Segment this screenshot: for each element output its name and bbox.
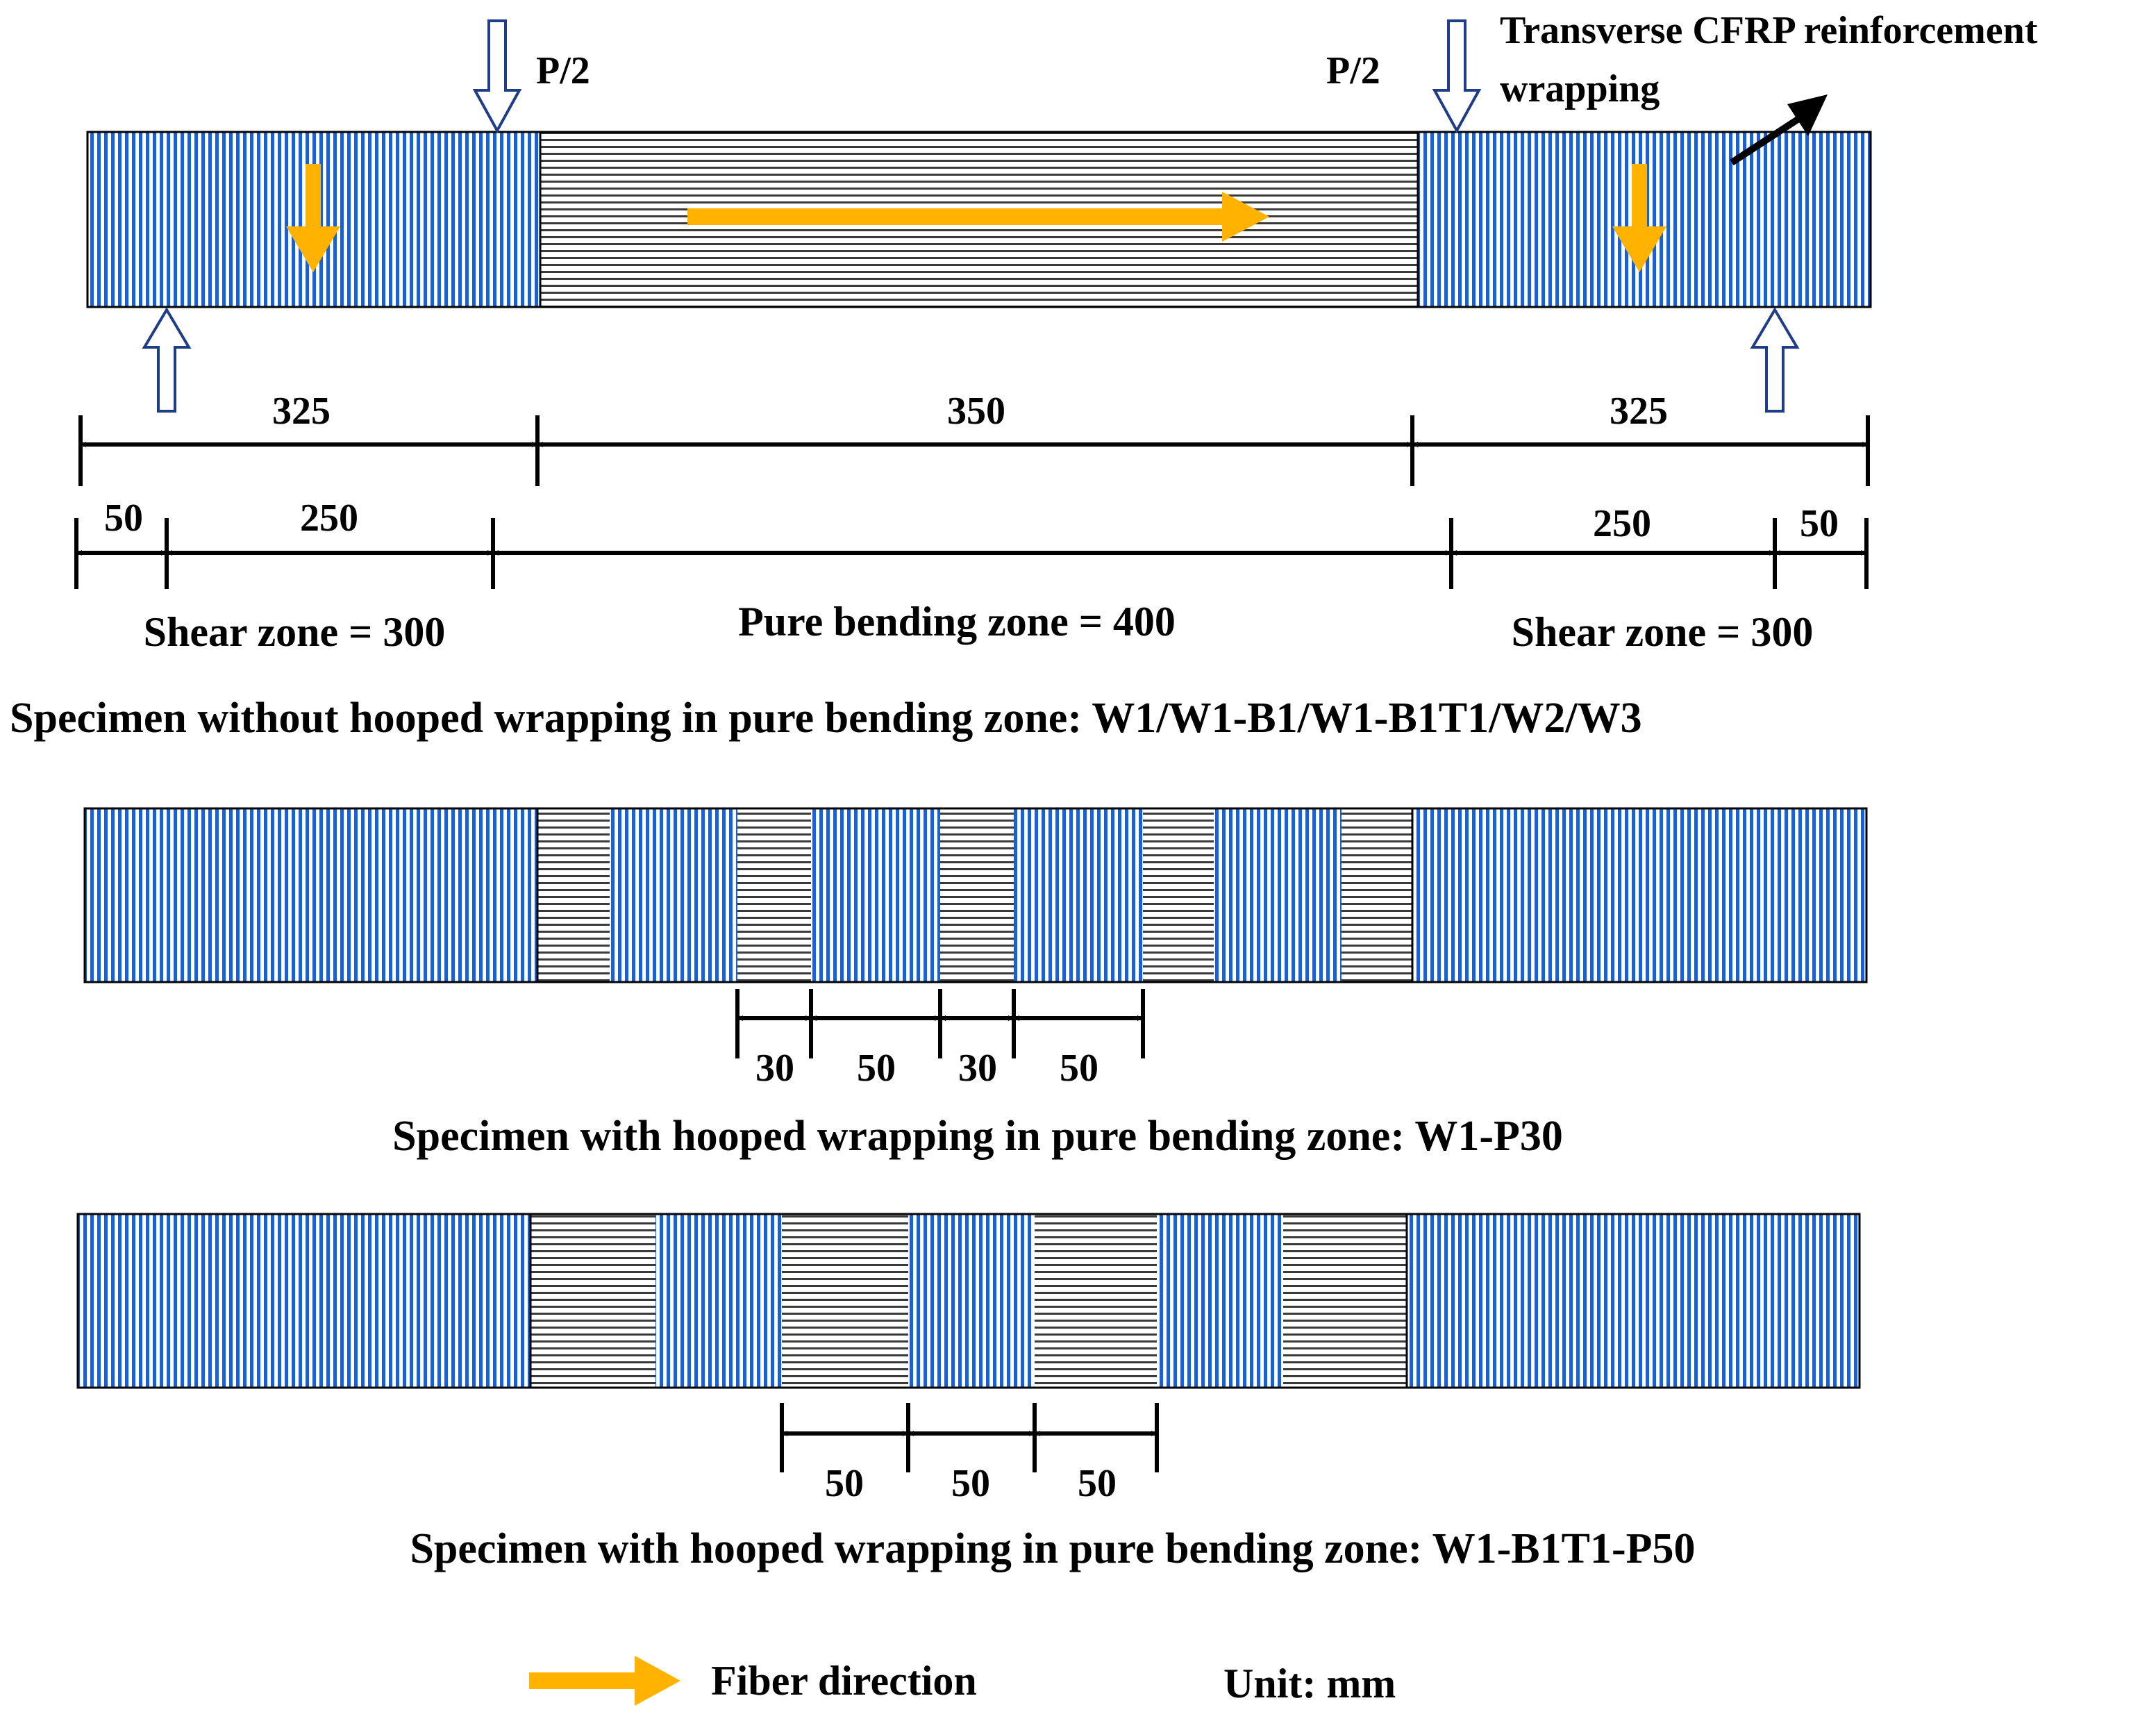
- p30-dim-label: 30: [755, 1047, 794, 1090]
- shear-zone-label-left: Shear zone = 300: [144, 609, 446, 655]
- legend-fiber-arrow-icon: [529, 1656, 680, 1706]
- beam-3-outline: [76, 1213, 1861, 1389]
- beam-2-right-shear-wrap: [1412, 808, 1866, 982]
- dim-label-250-right: 250: [1593, 502, 1651, 545]
- dim-label-250-left: 250: [300, 497, 358, 540]
- p50-dim-label: 50: [951, 1462, 990, 1505]
- beam-3: [76, 1213, 1861, 1389]
- dimension-row-1: [78, 415, 1870, 486]
- p30-dim-label: 30: [958, 1047, 997, 1090]
- beam-3-hoop-wrap: [1157, 1214, 1283, 1388]
- p30-dim-label: 50: [857, 1047, 896, 1090]
- beam-3-right-shear-wrap: [1407, 1214, 1860, 1388]
- beam-2-hoop-wrap: [1014, 808, 1143, 982]
- cfrp-label-line-1: Transverse CFRP reinforcement: [1500, 9, 2038, 52]
- beam-3-left-shear-wrap: [78, 1214, 530, 1388]
- beam-2-dimensions: [735, 989, 1145, 1058]
- load-arrow-left-icon: [472, 19, 522, 134]
- cfrp-pointer-arrow-icon: [1730, 94, 1828, 166]
- support-arrow-left-icon: [142, 307, 192, 413]
- caption-3: Specimen with hooped wrapping in pure be…: [410, 1525, 1695, 1572]
- dim-label-325-right: 325: [1610, 390, 1668, 433]
- beam-3-hoop-wrap: [908, 1214, 1035, 1388]
- dimension-row-2: [74, 518, 1869, 589]
- shear-zone-label-right: Shear zone = 300: [1512, 609, 1814, 655]
- beam-3-dimensions: [780, 1403, 1159, 1472]
- load-label-left: P/2: [536, 49, 590, 92]
- beam-2-hoop-wrap: [610, 808, 737, 982]
- p30-dim-label: 50: [1060, 1047, 1098, 1090]
- p50-dim-label: 50: [825, 1462, 864, 1505]
- beam-2-outline: [83, 807, 1868, 983]
- fiber-arrow-down-left-icon: [286, 164, 340, 272]
- load-label-right: P/2: [1326, 49, 1380, 92]
- cfrp-label-line-2: wrapping: [1500, 67, 1660, 110]
- beam-3-hoop-wrap: [655, 1214, 782, 1388]
- dim-label-50-left: 50: [104, 497, 143, 540]
- dim-label-50-right: 50: [1800, 502, 1839, 545]
- dim-label-325-left: 325: [272, 390, 331, 433]
- beam-2: [83, 807, 1868, 983]
- beam-1-outline: [86, 131, 1872, 308]
- unit-label: Unit: mm: [1223, 1661, 1396, 1706]
- pure-bending-zone-label: Pure bending zone = 400: [738, 599, 1176, 645]
- p50-dim-label: 50: [1078, 1462, 1117, 1505]
- beam-2-hoop-wrap: [811, 808, 940, 982]
- fiber-arrow-right-icon: [687, 192, 1269, 242]
- fiber-arrow-down-right-icon: [1612, 164, 1666, 272]
- load-arrow-right-icon: [1432, 19, 1482, 134]
- beam-2-hoop-wrap: [1214, 808, 1342, 982]
- support-arrow-right-icon: [1750, 307, 1800, 413]
- beam-2-left-shear-wrap: [85, 808, 537, 982]
- legend-fiber-label: Fiber direction: [711, 1658, 977, 1704]
- caption-1: Specimen without hooped wrapping in pure…: [10, 695, 1642, 742]
- caption-2: Specimen with hooped wrapping in pure be…: [392, 1113, 1563, 1160]
- dim-label-350: 350: [947, 390, 1005, 433]
